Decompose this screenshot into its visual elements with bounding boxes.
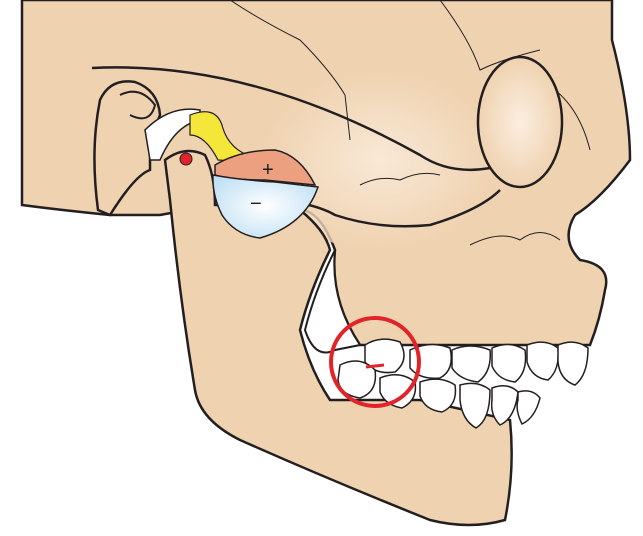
- positive-label: +: [262, 159, 274, 181]
- negative-label: −: [250, 193, 262, 215]
- zygomatic-arch: [91, 66, 491, 172]
- condyle-center-marker: [179, 152, 193, 166]
- negative-zone: [212, 174, 320, 239]
- premature-contact-mark: [365, 363, 385, 369]
- occlusal-contact-highlight: [329, 316, 421, 408]
- lower-teeth: [337, 360, 541, 429]
- orbit: [476, 55, 564, 189]
